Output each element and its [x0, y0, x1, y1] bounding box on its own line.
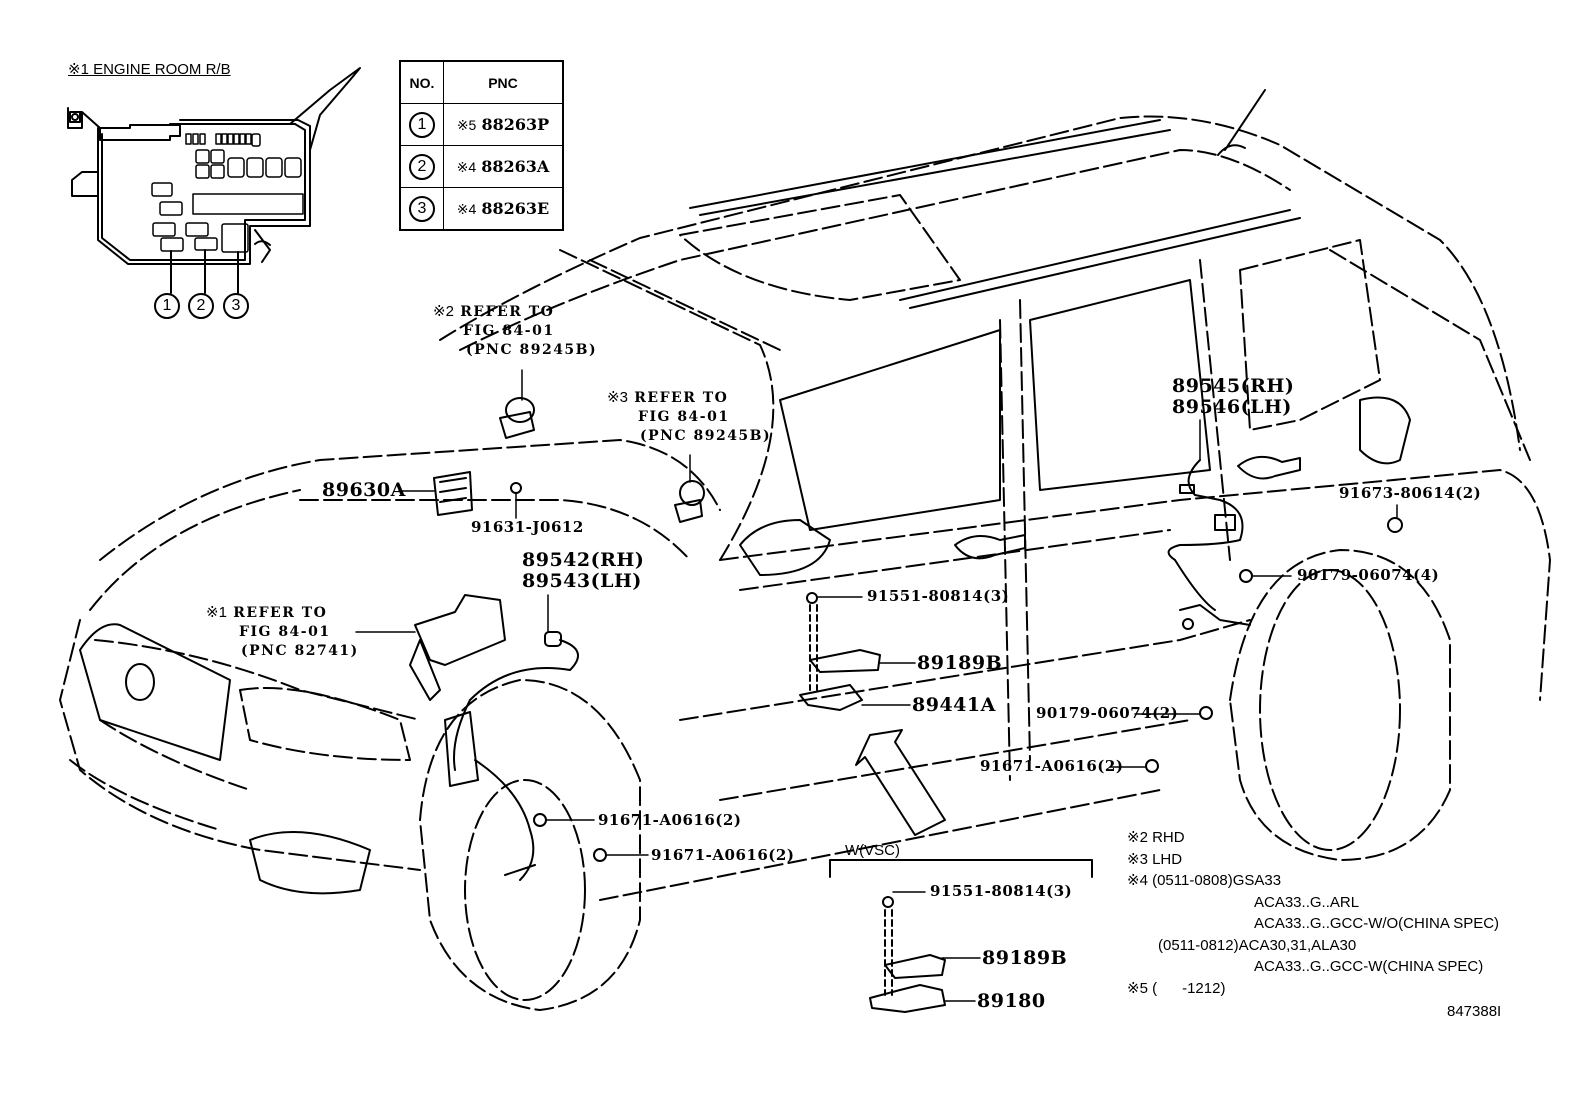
- figure-id: 847388I: [1447, 1003, 1502, 1020]
- header-no: NO.: [399, 60, 444, 104]
- view-arrow: [855, 729, 946, 836]
- part-label-89441a[interactable]: 89441A: [912, 694, 996, 716]
- footnote-rhd: ※2 RHD: [1127, 829, 1185, 846]
- part-label-89189b[interactable]: 89189B: [917, 652, 1003, 674]
- part-label-90179-06074-4[interactable]: 90179-06074(4): [1297, 566, 1440, 584]
- pnc-table: NO. PNC 1 ※5 88263P 2 ※4 88263A 3 ※4 882…: [399, 60, 564, 231]
- inset-callout-2: 2: [188, 293, 214, 319]
- vsc-group-bracket: [829, 859, 1093, 878]
- part-label-89630a[interactable]: 89630A: [322, 479, 406, 501]
- leader-lines: [355, 369, 1398, 1002]
- row-number: 3: [409, 195, 435, 222]
- vehicle-body-outline: [59, 89, 1551, 1011]
- row-number: 2: [409, 153, 435, 180]
- part-label-91673-80614[interactable]: 91673-80614(2): [1339, 484, 1482, 502]
- part-label-89542-rh[interactable]: 89542(RH): [522, 549, 645, 571]
- vsc-group-title: W(VSC): [845, 842, 900, 859]
- part-label-89543-lh[interactable]: 89543(LH): [522, 570, 642, 592]
- engine-room-relay-box-drawing: [67, 67, 361, 294]
- footnote-4-line5: ACA33..G..GCC-W(CHINA SPEC): [1254, 958, 1484, 975]
- row-number: 1: [409, 111, 435, 138]
- footnote-4-line4: (0511-0812)ACA30,31,ALA30: [1158, 937, 1357, 954]
- footnote-4: ※4 (0511-0808)GSA33: [1127, 872, 1282, 889]
- row-note-mark: ※4: [456, 201, 477, 217]
- vsc-part-label-89180[interactable]: 89180: [977, 990, 1046, 1012]
- part-label-91551-80814[interactable]: 91551-80814(3): [867, 587, 1010, 605]
- reference-note-1: ※1 REFER TO FIG 84-01 (PNC 82741): [206, 604, 359, 659]
- reference-note-2: ※2 REFER TO FIG 84-01 (PNC 89245B): [433, 303, 598, 358]
- table-row: 2 ※4 88263A: [399, 145, 564, 188]
- reference-note-3: ※3 REFER TO FIG 84-01 (PNC 89245B): [607, 389, 772, 444]
- row-pnc: 88263P: [481, 115, 550, 134]
- table-row: 1 ※5 88263P: [399, 103, 564, 146]
- table-row: 3 ※4 88263E: [399, 187, 564, 231]
- row-note-mark: ※5: [456, 117, 477, 133]
- part-label-91671-a0616-front-a[interactable]: 91671-A0616(2): [598, 811, 742, 829]
- row-note-mark: ※4: [456, 159, 477, 175]
- footnote-4-line2: ACA33..G..ARL: [1254, 894, 1360, 911]
- inset-title: ※1 ENGINE ROOM R/B: [68, 61, 231, 78]
- part-label-91671-a0616-rear[interactable]: 91671-A0616(2): [980, 757, 1124, 775]
- vsc-part-label-89189b[interactable]: 89189B: [982, 947, 1068, 969]
- part-label-91671-a0616-front-b[interactable]: 91671-A0616(2): [651, 846, 795, 864]
- component-glyphs: [409, 397, 1403, 1013]
- part-label-90179-06074-2[interactable]: 90179-06074(2): [1036, 704, 1179, 722]
- part-label-89546-lh[interactable]: 89546(LH): [1172, 396, 1292, 418]
- footnote-4-line3: ACA33..G..GCC-W/O(CHINA SPEC): [1254, 915, 1500, 932]
- footnote-5: ※5 ( -1212): [1127, 980, 1226, 997]
- inset-callout-3: 3: [223, 293, 249, 319]
- vsc-part-label-91551-80814[interactable]: 91551-80814(3): [930, 882, 1073, 900]
- part-label-91631-j0612[interactable]: 91631-J0612: [471, 518, 584, 536]
- inset-callout-1: 1: [154, 293, 180, 319]
- row-pnc: 88263E: [481, 199, 550, 218]
- part-label-89545-rh[interactable]: 89545(RH): [1172, 375, 1295, 397]
- header-pnc: PNC: [443, 60, 564, 104]
- pnc-table-header: NO. PNC: [399, 60, 564, 104]
- row-pnc: 88263A: [481, 157, 550, 176]
- footnote-lhd: ※3 LHD: [1127, 851, 1183, 868]
